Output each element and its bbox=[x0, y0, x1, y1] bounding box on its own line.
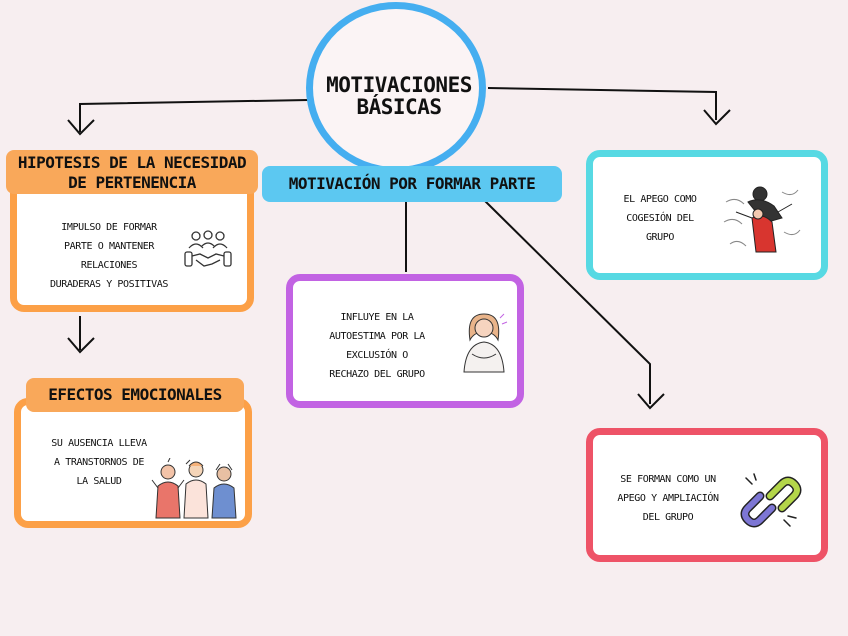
hypothesis-text-line: IMPULSO DE FORMAR bbox=[61, 222, 157, 233]
hypothesis-header: HIPOTESIS DE LA NECESIDAD DE PERTENENCIA bbox=[6, 150, 258, 194]
attachment-text-line: GRUPO bbox=[645, 232, 675, 243]
attachment-text-line: EL APEGO COMO bbox=[623, 194, 697, 205]
hypothesis-text-line: DURADERAS Y POSITIVAS bbox=[49, 279, 169, 290]
emotional-effects-text-line: A TRANSTORNOS DE bbox=[54, 457, 144, 468]
connector-diagonal bbox=[483, 199, 651, 404]
self-esteem-text: INFLUYE EN LA AUTOESTIMA POR LA EXCLUSIÓ… bbox=[306, 308, 448, 384]
attachment-box bbox=[586, 150, 828, 280]
hypothesis-header-line2: DE PERTENENCIA bbox=[68, 173, 196, 192]
emotional-effects-text-line: SU AUSENCIA LLEVA bbox=[51, 438, 147, 449]
attachment-text: EL APEGO COMO COGESIÓN DEL GRUPO bbox=[602, 190, 718, 247]
connector-right bbox=[487, 87, 717, 120]
self-esteem-text-line: RECHAZO DEL GRUPO bbox=[329, 369, 425, 380]
arrowhead-diagonal bbox=[637, 393, 665, 410]
expansion-box bbox=[586, 428, 828, 562]
hypothesis-text-line: PARTE O MANTENER bbox=[64, 241, 154, 252]
distressed-people-illustration bbox=[151, 458, 237, 519]
hypothesis-text: IMPULSO DE FORMAR PARTE O MANTENER RELAC… bbox=[30, 218, 188, 294]
self-esteem-text-line: EXCLUSIÓN O bbox=[346, 350, 408, 361]
self-esteem-text-line: INFLUYE EN LA bbox=[340, 312, 414, 323]
expansion-text-line: DEL GRUPO bbox=[642, 512, 694, 523]
expansion-text-line: SE FORMAN COMO UN bbox=[620, 474, 716, 485]
hypothesis-header-line1: HIPOTESIS DE LA NECESIDAD bbox=[17, 153, 247, 172]
attachment-text-line: COGESIÓN DEL bbox=[626, 213, 694, 224]
main-title: MOTIVACIONES BÁSICAS bbox=[306, 74, 492, 118]
connector-left bbox=[79, 99, 309, 132]
emotional-effects-header: EFECTOS EMOCIONALES bbox=[26, 378, 244, 412]
arrowhead-right bbox=[703, 109, 731, 126]
self-esteem-box bbox=[286, 274, 524, 408]
expansion-text-line: APEGO Y AMPLIACIÓN bbox=[617, 493, 719, 504]
self-esteem-text-line: AUTOESTIMA POR LA bbox=[329, 331, 425, 342]
emotional-effects-text-line: LA SALUD bbox=[76, 476, 122, 487]
hypothesis-text-line: RELACIONES bbox=[80, 260, 138, 271]
chain-link-icon bbox=[740, 473, 802, 528]
main-title-line1: MOTIVACIONES bbox=[326, 73, 472, 97]
clinging-couple-illustration bbox=[723, 186, 801, 253]
emotional-effects-text: SU AUSENCIA LLEVA A TRANSTORNOS DE LA SA… bbox=[24, 434, 174, 491]
main-title-line2: BÁSICAS bbox=[356, 95, 442, 119]
sad-woman-illustration bbox=[463, 313, 508, 373]
expansion-text: SE FORMAN COMO UN APEGO Y AMPLIACIÓN DEL… bbox=[598, 470, 738, 527]
subtitle-banner: MOTIVACIÓN POR FORMAR PARTE bbox=[262, 166, 562, 202]
handshake-group-icon bbox=[184, 230, 232, 267]
arrowhead-left bbox=[67, 119, 95, 136]
arrowhead-down-left bbox=[67, 337, 95, 354]
